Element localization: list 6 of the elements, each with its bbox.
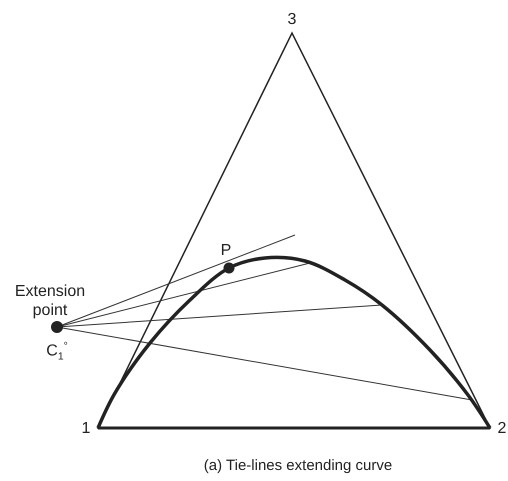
point-label: Extension point (14, 282, 86, 320)
vertex-label: 2 (498, 419, 506, 439)
caption: (a) Tie-lines extending curve (204, 457, 392, 474)
point-label: P (220, 241, 232, 261)
vertex-label: 1 (82, 419, 90, 439)
vertex-label: 3 (288, 10, 296, 30)
